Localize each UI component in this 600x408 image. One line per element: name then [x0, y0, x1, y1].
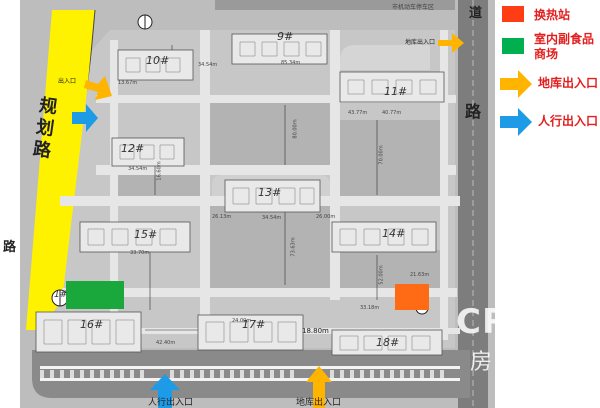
- building-label: 12#: [121, 142, 145, 155]
- dim-label: 16.60m: [156, 161, 163, 181]
- building-11: [339, 71, 445, 103]
- legend-arrow-pedestrian: [500, 108, 532, 136]
- dim-label: 40.77m: [382, 110, 402, 116]
- entrance-label-top-left: 出入口: [58, 78, 77, 85]
- dim-label: 26.13m: [212, 214, 232, 220]
- heat-exchange-station-block: [395, 284, 429, 310]
- building-18: [331, 329, 443, 356]
- dim-label: 13.67m: [118, 80, 138, 86]
- pedestrian-arrow-south: [150, 374, 180, 408]
- building-10: [117, 49, 194, 81]
- entrance-label-pedestrian-bottom: 人行出入口: [148, 398, 194, 408]
- dim-label: 34.54m: [198, 62, 218, 68]
- building-label: 17#: [242, 318, 266, 331]
- road-label-east: 路: [465, 102, 482, 121]
- dim-label: 34.54m: [262, 215, 282, 221]
- indoor-market-block: [66, 281, 124, 309]
- building-17: [197, 314, 304, 351]
- road-label-west-partial: 路: [3, 240, 17, 255]
- dim-label: 73.63m: [290, 237, 297, 257]
- entrance-label-garage-bottom: 地库出入口: [296, 398, 342, 408]
- watermark-brand: CRIC: [456, 302, 549, 342]
- top-parking-note: 市机动车停车区: [392, 4, 435, 11]
- dim-label: 24.00m: [232, 318, 252, 324]
- planned-road-strip: [26, 10, 95, 330]
- building-16: [35, 311, 142, 353]
- building-label: 16#: [80, 318, 104, 331]
- garage-arrow-south: [306, 366, 332, 408]
- building-12: [111, 137, 185, 167]
- garage-arrow-top-right: [438, 33, 464, 53]
- legend-swatch-market: [502, 38, 524, 54]
- dim-label: 52.00m: [378, 265, 385, 285]
- building-label: 13#: [258, 186, 282, 199]
- building-label: 14#: [382, 227, 406, 240]
- building-label: 9#: [277, 30, 294, 43]
- watermark-subtitle: 房产测评: [470, 350, 575, 375]
- legend-arrow-garage: [500, 70, 532, 98]
- building-13: [224, 179, 321, 213]
- dim-label: 33.18m: [360, 305, 380, 311]
- dim-label: 80.00m: [292, 119, 299, 139]
- dimension-label-bottom: 18.80m: [302, 327, 329, 335]
- legend-label-garage: 地库出入口: [538, 76, 599, 90]
- building-label: 15#: [134, 228, 158, 241]
- pedestrian-arrow-west: [72, 104, 98, 132]
- building-9: [231, 33, 328, 65]
- building-14: [331, 221, 437, 253]
- dim-label: 85.34m: [281, 60, 301, 66]
- legend-label-pedestrian: 人行出入口: [538, 114, 599, 128]
- dim-label: 42.40m: [156, 340, 176, 346]
- dim-label: 70.00m: [378, 145, 385, 165]
- dim-label: 26.00m: [316, 214, 336, 220]
- building-label: 1#: [54, 290, 68, 300]
- legend-label-market: 室内副食品商场: [534, 32, 595, 61]
- building-label: 10#: [146, 54, 170, 67]
- building-15: [79, 221, 191, 253]
- dim-label: 43.77m: [348, 110, 368, 116]
- legend-swatch-heat-station: [502, 6, 524, 22]
- legend-label-heat-station: 换热站: [534, 8, 571, 22]
- buildings-layer: [35, 33, 445, 356]
- building-label: 11#: [384, 85, 408, 98]
- garage-arrow-west: [84, 76, 112, 100]
- building-label: 18#: [376, 336, 400, 349]
- road-label-east-top: 道: [469, 6, 483, 21]
- dim-label: 33.70m: [130, 250, 150, 256]
- dim-label: 21.63m: [410, 272, 430, 278]
- entrance-label-top-right: 地库出入口: [405, 39, 436, 46]
- dim-label: 34.54m: [128, 166, 148, 172]
